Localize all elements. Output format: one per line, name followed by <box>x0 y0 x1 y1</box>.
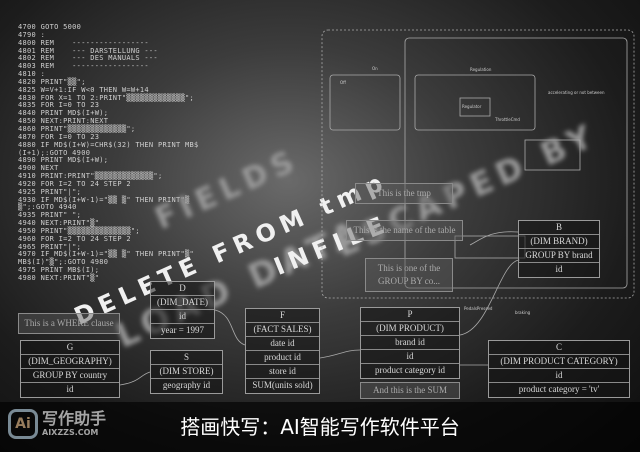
code-line: 4850 NEXT:PRINT:NEXT <box>18 117 109 126</box>
table-cell: id <box>66 384 74 394</box>
table-cell: id <box>555 264 563 274</box>
code-line: MB$(I)"▒";:GOTO 4980 <box>18 258 109 267</box>
code-line: 4935 PRINT" "; <box>18 211 82 220</box>
note-where: This is a WHERE clause <box>18 313 120 334</box>
code-line: 4835 FOR I=0 TO 23 <box>18 101 100 110</box>
table-cell: product id <box>246 351 319 365</box>
code-line: 4820 PRINT"▒▒"; <box>18 77 86 86</box>
watermark-text-group: 写作助手 AIXZZS.COM <box>42 410 106 438</box>
code-line: 4801 REM --- DARSTELLUNG --- <box>18 46 158 55</box>
code-line: 4800 REM ----------------- <box>18 38 149 47</box>
table-cell: B <box>519 221 599 235</box>
table-cell: brand id <box>361 336 459 350</box>
code-line: 4890 PRINT MD$(I+W); <box>18 156 109 165</box>
regulation-frame <box>404 37 628 289</box>
table-cell: id <box>489 369 629 383</box>
table-cell: C <box>489 341 629 355</box>
table-cell: G <box>21 341 119 355</box>
flow-label-regulator: Regulator <box>462 104 482 109</box>
caption-bar: 搭画快写：AI智能写作软件平台 <box>0 402 640 452</box>
code-line: 4965 PRINT"|"; <box>18 242 82 251</box>
table-cell: geography id <box>162 380 211 390</box>
table-cell: S <box>151 351 222 365</box>
table-cell: (DIM BRAND) <box>519 235 599 249</box>
code-line: ▒";:GOTO 4940 <box>18 203 77 212</box>
code-line: 4960 FOR I=2 TO 24 STEP 2 <box>18 234 131 243</box>
watermark-logo: Ai 写作助手 AIXZZS.COM <box>8 409 106 439</box>
note-sum: And this is the SUM <box>360 382 460 399</box>
code-line: 4802 REM --- DES MANUALS --- <box>18 54 158 63</box>
table-cell: P <box>361 308 459 322</box>
code-line: 4910 PRINT:PRINT"▒▒▒▒▒▒▒▒▒▒▒▒▒"; <box>18 172 163 181</box>
flow-label-accel: accelerating or not between <box>548 90 605 95</box>
table-dim-store: S(DIM STORE)geography id <box>150 350 223 394</box>
table-cell: (DIM PRODUCT CATEGORY) <box>489 355 629 369</box>
note-tmp: This is the tmp <box>355 183 453 204</box>
code-line: (I+1);:GOTO 4900 <box>18 148 91 157</box>
code-line: 4930 IF MD$(I+W-1)="▒▒ ▒" THEN PRINT"▒ <box>18 195 190 204</box>
table-cell: D <box>151 282 214 296</box>
table-cell: SUM(units sold) <box>252 380 313 390</box>
code-line: 4700 GOTO 5000 <box>18 23 82 31</box>
flow-label-braking: braking <box>515 310 531 315</box>
flow-label-throttle: ThrottleCmd <box>495 117 520 122</box>
code-line: 4925 PRINT"|"; <box>18 187 82 196</box>
state-frame <box>321 29 635 299</box>
code-line: 4920 FOR I=2 TO 24 STEP 2 <box>18 179 131 188</box>
table-cell: GROUP BY brand <box>519 249 599 263</box>
code-line: 4825 W=V+1:IF W<0 THEN W=W+14 <box>18 85 149 94</box>
code-line: 4790 : <box>18 30 46 39</box>
code-line: 4880 IF MD$(I+W)=CHR$(32) THEN PRINT MB$ <box>18 140 199 149</box>
code-line: 4810 : <box>18 70 46 79</box>
table-cell: F <box>246 309 319 323</box>
code-line: 4975 PRINT MB$(I); <box>18 266 100 275</box>
code-line: 4900 NEXT <box>18 164 59 173</box>
table-cell: year = 1997 <box>160 325 205 335</box>
code-line: 4940 NEXT:PRINT"▒" <box>18 219 100 228</box>
table-cell: (DIM_DATE) <box>151 296 214 310</box>
code-line: 4970 IF MD$(I+W-1)="▒▒ ▒" THEN PRINT"▒" <box>18 250 195 259</box>
table-cell: store id <box>246 365 319 379</box>
code-line: 4840 PRINT MD$(I+W); <box>18 109 109 118</box>
code-line: 4870 FOR I=0 TO 23 <box>18 132 100 141</box>
flow-label-off: Off <box>340 80 346 85</box>
table-cell: product category id <box>375 365 445 375</box>
ai-badge-icon: Ai <box>8 409 38 439</box>
flow-label-peddle: PedalsPressed <box>464 306 493 311</box>
note-table-name: This is the name of the table <box>346 220 463 241</box>
flow-label-on: On <box>372 66 378 71</box>
table-cell: id <box>151 310 214 324</box>
table-cell: (DIM STORE) <box>151 365 222 379</box>
code-line: 4860 PRINT"▒▒▒▒▒▒▒▒▒▒▒▒▒"; <box>18 124 136 133</box>
table-cell: (DIM_GEOGRAPHY) <box>21 355 119 369</box>
code-line: 4980 NEXT:PRINT"▒" <box>18 274 100 282</box>
flow-label-regulation: Regulation <box>470 67 492 72</box>
brand-frame <box>454 235 526 259</box>
table-cell: GROUP BY country <box>21 369 119 383</box>
code-line: 4803 REM ----------------- <box>18 62 149 71</box>
watermark-url: AIXZZS.COM <box>42 428 99 437</box>
table-cell: date id <box>246 337 319 351</box>
table-cell: product category = 'tv' <box>518 384 600 394</box>
watermark-text: 写作助手 <box>42 409 107 428</box>
code-line: 4950 PRINT"▒▒▒▒▒▒▒▒▒▒▒▒▒▒"; <box>18 226 140 235</box>
note-groupby-line1: This is one of the <box>377 263 441 273</box>
table-cell: id <box>361 350 459 364</box>
table-cell: (FACT SALES) <box>246 323 319 337</box>
table-cell: (DIM PRODUCT) <box>361 322 459 336</box>
code-line: 4830 FOR X=1 TO 2:PRINT"▒▒▒▒▒▒▒▒▒▒▒▒▒"; <box>18 93 195 102</box>
note-groupby-line2: GROUP BY co... <box>377 276 441 286</box>
